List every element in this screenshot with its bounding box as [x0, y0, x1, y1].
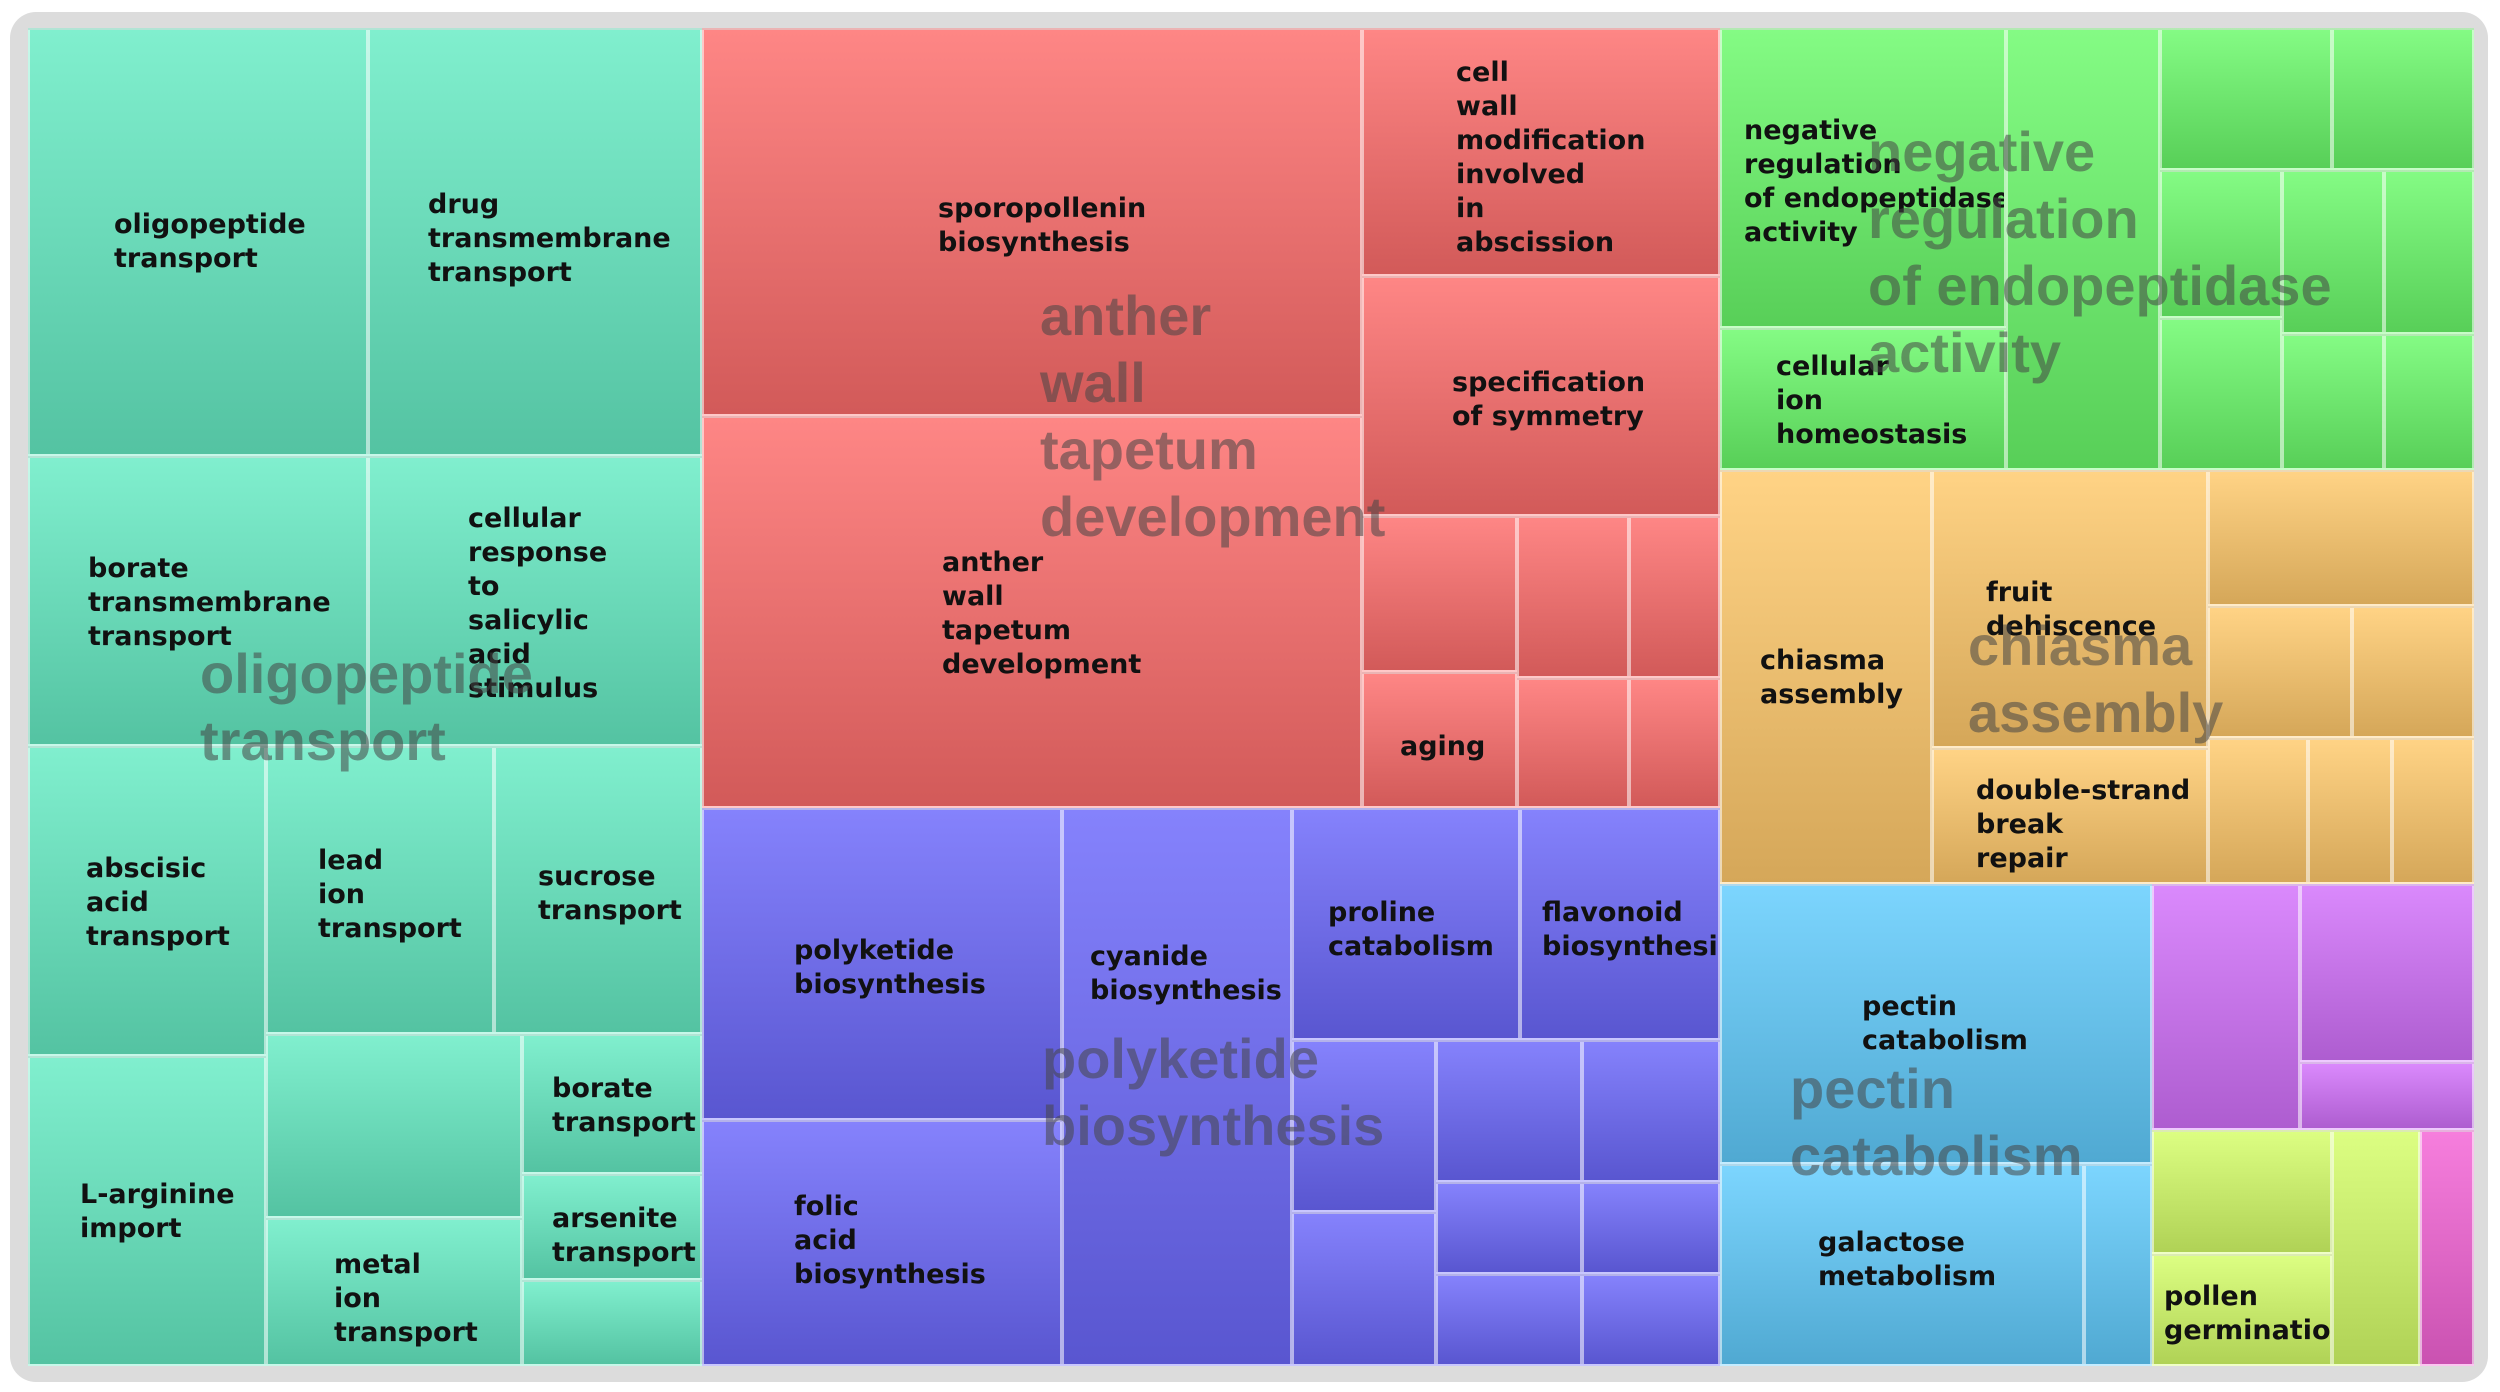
treemap-tile: polyketide biosynthesis: [702, 808, 1062, 1120]
treemap-tile: [266, 1034, 522, 1218]
treemap-tile: borate transmembrane transport: [28, 456, 368, 746]
tile-label: lead ion transport: [318, 845, 462, 944]
treemap-tile: [2300, 1062, 2474, 1130]
treemap-tile: [2208, 470, 2474, 606]
treemap-tile: drug transmembrane transport: [368, 28, 702, 456]
treemap-tile: [2392, 738, 2474, 884]
treemap-tile: [2160, 28, 2332, 170]
treemap-tile: [2282, 334, 2384, 470]
treemap-tile: specification of symmetry: [1362, 276, 1720, 516]
tile-label: sucrose transport: [538, 861, 682, 926]
tile-label: polyketide biosynthesis: [794, 935, 986, 1000]
tile-label: folic acid biosynthesis: [794, 1191, 986, 1290]
treemap-tile: [2282, 170, 2384, 334]
tile-label: metal ion transport: [334, 1249, 478, 1348]
treemap-tile: anther wall tapetum development: [702, 416, 1362, 808]
tile-label: pectin catabolism: [1862, 991, 2028, 1056]
tile-label: L-arginine import: [80, 1179, 235, 1244]
treemap-tile: arsenite transport: [522, 1174, 702, 1280]
treemap-tile: [1582, 1274, 1720, 1366]
treemap-tile: abscisic acid transport: [28, 746, 266, 1056]
treemap-tile: aging: [1362, 672, 1517, 808]
treemap-tile: [2160, 170, 2282, 318]
tile-label: galactose metabolism: [1818, 1227, 1997, 1292]
tile-label: arsenite transport: [552, 1203, 696, 1268]
tile-label: proline catabolism: [1328, 897, 1494, 962]
treemap-tile: [1582, 1182, 1720, 1274]
tile-label: borate transmembrane transport: [88, 553, 331, 652]
tile-label: sporopollenin biosynthesis: [938, 193, 1147, 258]
treemap-tile: pollen germination: [2152, 1254, 2332, 1366]
tile-label: fruit dehiscence: [1986, 577, 2157, 642]
treemap-tile: metal ion transport: [266, 1218, 522, 1366]
treemap-tile: sucrose transport: [494, 746, 702, 1034]
treemap-tile: [1629, 516, 1720, 678]
treemap-tile: cell wall modification involved in absci…: [1362, 28, 1720, 276]
treemap-tile: [2384, 170, 2474, 334]
tile-label: abscisic acid transport: [86, 853, 230, 952]
treemap-tile: [2208, 738, 2308, 884]
treemap-tile: [2300, 884, 2474, 1062]
tile-label: cellular ion homeostasis: [1776, 351, 1968, 450]
treemap-tile: [2384, 334, 2474, 470]
treemap-tile: [1582, 1040, 1720, 1182]
treemap-tile: [1292, 1040, 1436, 1212]
treemap-tile: [1629, 678, 1720, 808]
treemap-tile: pectin catabolism: [1720, 884, 2152, 1164]
treemap-tile: cellular ion homeostasis: [1720, 328, 2006, 470]
treemap-tile: [2352, 606, 2474, 738]
treemap-tile: fruit dehiscence: [1932, 470, 2208, 748]
treemap-tile: [522, 1280, 702, 1366]
tile-label: pollen germination: [2164, 1281, 2332, 1346]
treemap-tile: [2332, 28, 2474, 170]
tile-label: negative regulation of endopeptidase act…: [1744, 115, 2006, 248]
tile-label: aging: [1400, 731, 1486, 762]
treemap-tile: lead ion transport: [266, 746, 494, 1034]
treemap-tile: [2152, 884, 2300, 1130]
treemap-tile: [1517, 516, 1629, 678]
treemap-tile: flavonoid biosynthesis: [1520, 808, 1720, 1040]
treemap-tile: cyanide biosynthesis: [1062, 808, 1292, 1366]
tile-label: flavonoid biosynthesis: [1542, 897, 1720, 962]
treemap-tile: [2308, 738, 2392, 884]
treemap-tile: [1436, 1040, 1582, 1182]
treemap-tile: folic acid biosynthesis: [702, 1120, 1062, 1366]
tile-label: borate transport: [552, 1073, 696, 1138]
treemap-tile: [1362, 516, 1517, 672]
treemap-tile: oligopeptide transport: [28, 28, 368, 456]
treemap-tile: galactose metabolism: [1720, 1164, 2084, 1366]
treemap-tile: [2420, 1130, 2474, 1366]
treemap-tile: [2208, 606, 2352, 738]
treemap-tile: [1292, 1212, 1436, 1366]
treemap-tile: sporopollenin biosynthesis: [702, 28, 1362, 416]
tile-label: double-strand break repair: [1976, 775, 2191, 874]
treemap-tile: [1517, 678, 1629, 808]
treemap-tile: L-arginine import: [28, 1056, 266, 1366]
treemap-tile: cellular response to salicylic acid stim…: [368, 456, 702, 746]
treemap-tile: [2160, 318, 2282, 470]
tile-label: cellular response to salicylic acid stim…: [468, 503, 608, 704]
treemap-tile: [1436, 1182, 1582, 1274]
tile-label: cell wall modification involved in absci…: [1456, 57, 1646, 258]
tile-label: oligopeptide transport: [114, 209, 306, 274]
tile-label: cyanide biosynthesis: [1090, 941, 1282, 1006]
treemap-tile: borate transport: [522, 1034, 702, 1174]
treemap-tile: [2332, 1130, 2420, 1366]
tile-label: drug transmembrane transport: [428, 189, 671, 288]
treemap-tile: [2152, 1130, 2332, 1254]
treemap-tile: [1436, 1274, 1582, 1366]
treemap-tile: double-strand break repair: [1932, 748, 2208, 884]
tile-label: chiasma assembly: [1760, 645, 1903, 710]
tile-label: anther wall tapetum development: [942, 547, 1142, 680]
treemap-tile: [2006, 28, 2160, 470]
treemap-tile: chiasma assembly: [1720, 470, 1932, 884]
treemap-tile: negative regulation of endopeptidase act…: [1720, 28, 2006, 328]
tile-label: specification of symmetry: [1452, 367, 1646, 432]
treemap-tile: proline catabolism: [1292, 808, 1520, 1040]
treemap-tile: [2084, 1164, 2152, 1366]
